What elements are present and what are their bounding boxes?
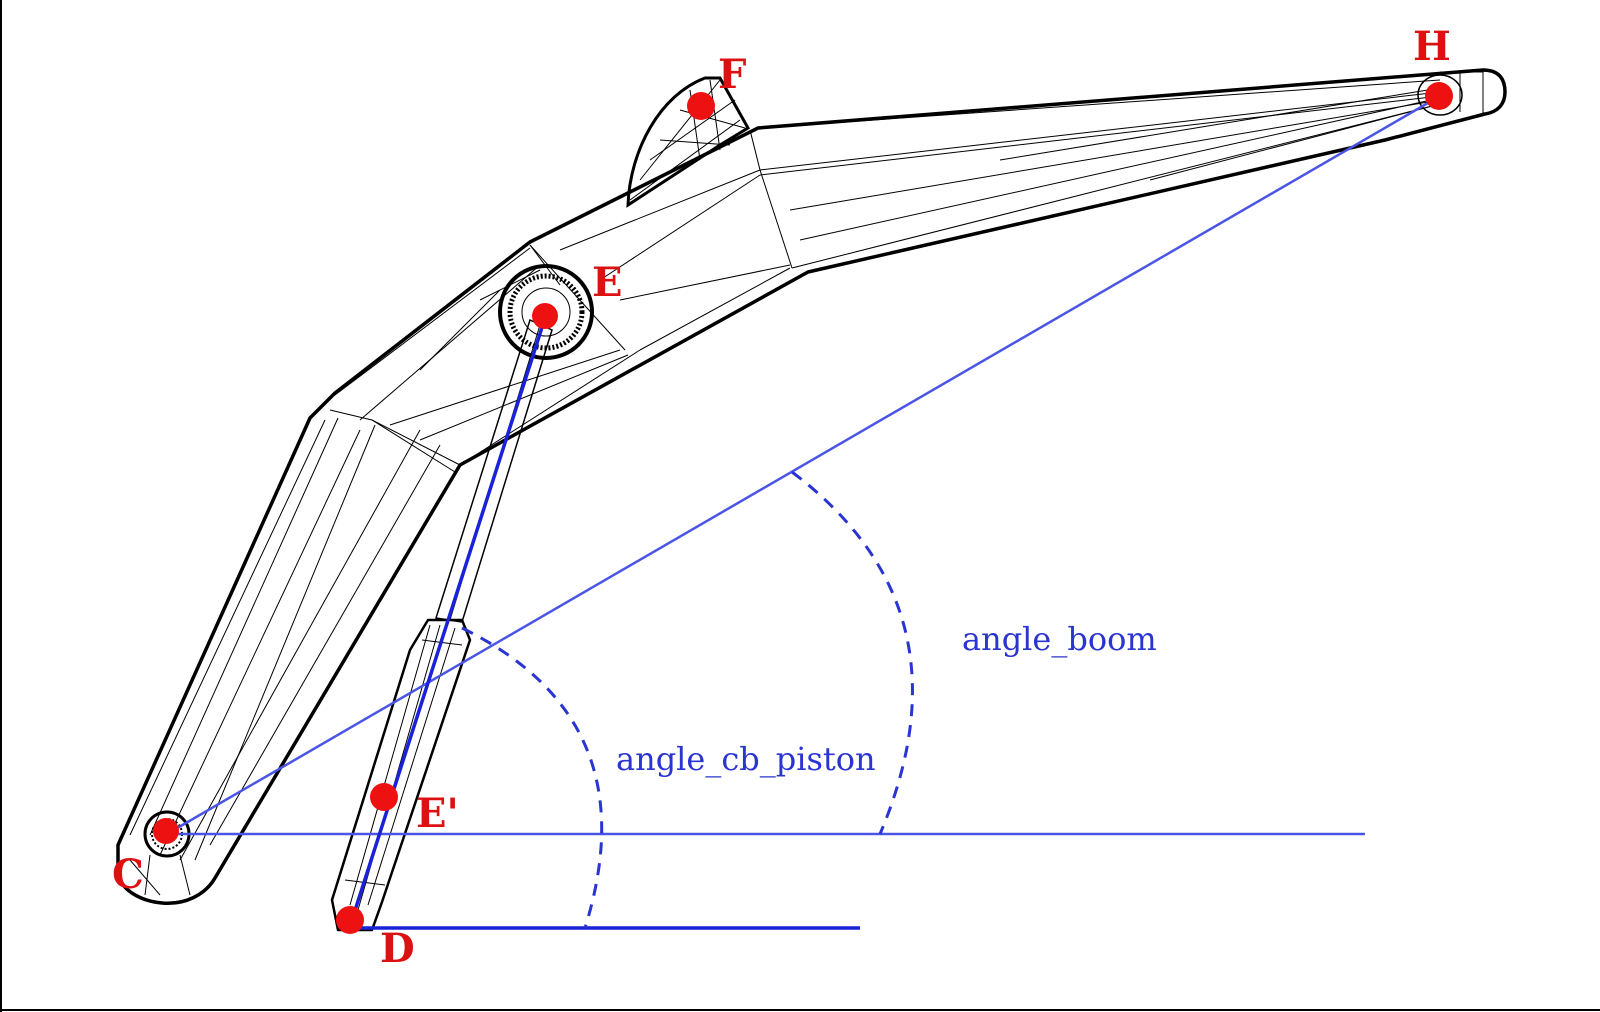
angle-boom-arc (791, 470, 914, 835)
point-c-marker (153, 818, 179, 844)
point-f-marker (687, 92, 715, 120)
geometry-lines (166, 94, 1441, 930)
point-e-marker (532, 303, 558, 329)
label-h: H (1413, 23, 1451, 70)
piston-cylinder (330, 618, 472, 932)
point-d-marker (336, 906, 364, 934)
label-angle-boom: angle_boom (962, 620, 1157, 658)
h-tip (1417, 72, 1463, 116)
label-e-prime: E' (416, 790, 459, 837)
angle-labels: angle_boom angle_cb_piston (616, 620, 1157, 778)
joint-points (153, 82, 1453, 934)
line-d-e-piston (348, 314, 548, 927)
boom-mesh-lines (129, 70, 1484, 861)
boom-outline (116, 68, 1507, 905)
angle-cb-piston-arc (461, 626, 604, 929)
label-angle-cb-piston: angle_cb_piston (616, 740, 876, 778)
angle-arcs (461, 470, 914, 929)
line-c-h (166, 94, 1441, 836)
label-c: C (112, 851, 144, 898)
label-e: E (592, 259, 623, 306)
point-labels: C D E E' F H (112, 23, 1451, 972)
label-f: F (718, 51, 746, 98)
point-h-marker (1425, 82, 1453, 110)
point-e-prime-marker (370, 783, 398, 811)
label-d: D (380, 925, 415, 972)
